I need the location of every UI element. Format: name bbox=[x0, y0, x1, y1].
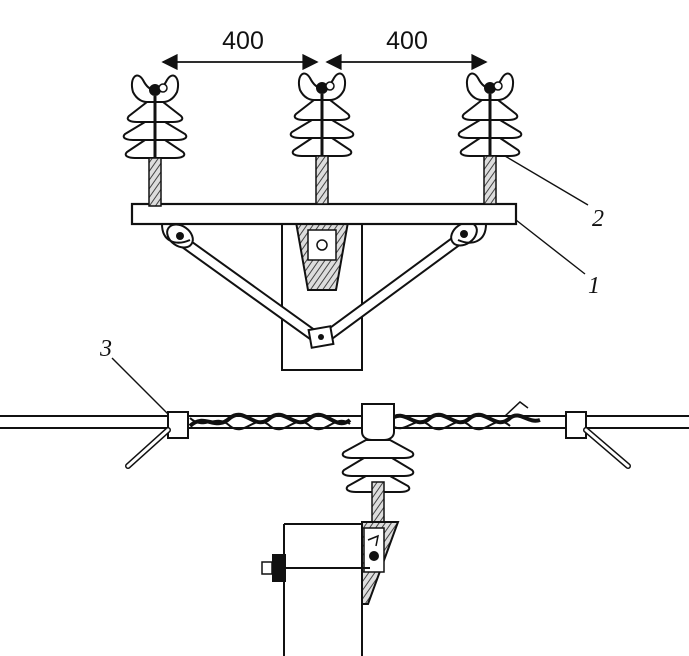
brace-left bbox=[172, 232, 326, 346]
callout-1: 1 bbox=[588, 273, 600, 299]
leader-line-1 bbox=[515, 219, 586, 275]
brace-right bbox=[316, 228, 472, 346]
bottom-assembly: 3 bbox=[0, 336, 689, 656]
insulator-left bbox=[122, 74, 188, 208]
wire-clamp-left bbox=[167, 411, 189, 439]
insulator-lower bbox=[341, 403, 415, 523]
bolt-nut bbox=[272, 554, 286, 582]
callout-3: 3 bbox=[99, 336, 112, 362]
dimension-label-left: 400 bbox=[222, 27, 264, 55]
insulator-right bbox=[457, 72, 523, 206]
crossarm bbox=[130, 202, 518, 226]
insulator-center bbox=[289, 72, 355, 206]
callout-2: 2 bbox=[592, 206, 604, 232]
leader-line-3 bbox=[111, 357, 169, 415]
wire-clamp-right bbox=[565, 411, 587, 439]
dimension-label-right: 400 bbox=[386, 27, 428, 55]
top-assembly: 400 400 2 bbox=[122, 27, 604, 371]
leader-line-2 bbox=[504, 155, 589, 206]
